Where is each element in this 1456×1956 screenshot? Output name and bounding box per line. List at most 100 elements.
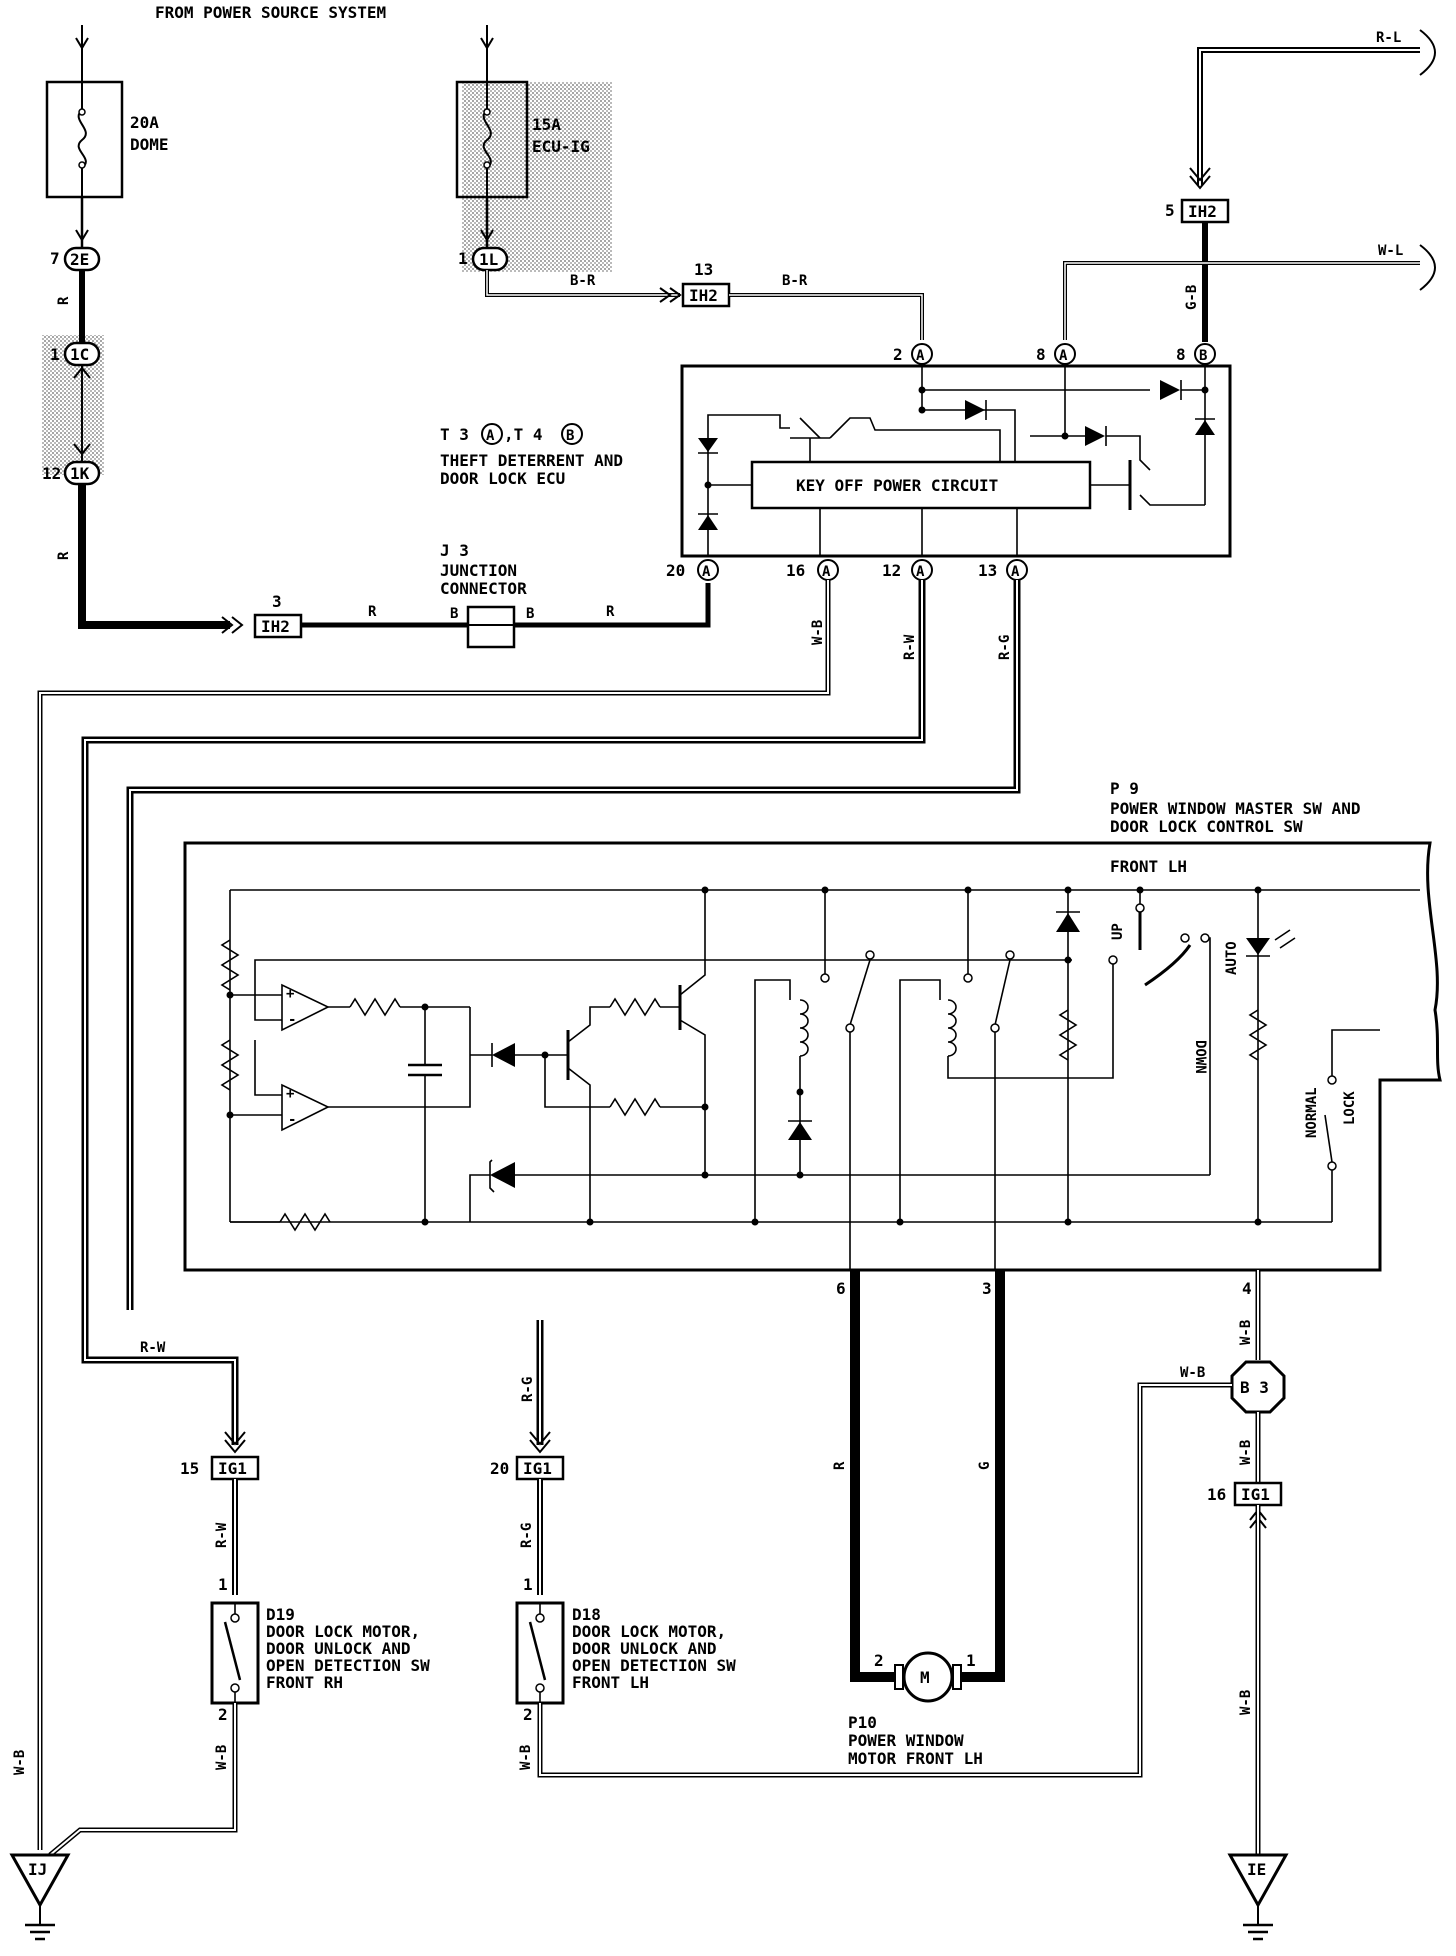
ecu-pin-2A: 2 A (893, 343, 933, 365)
master-switch-label: P 9 POWER WINDOW MASTER SW AND DOOR LOCK… (1110, 779, 1360, 836)
svg-text:1: 1 (50, 345, 60, 364)
svg-text:DOOR LOCK MOTOR,: DOOR LOCK MOTOR, (266, 1622, 420, 1641)
wire-r-label: R (56, 296, 72, 305)
svg-text:20: 20 (490, 1459, 509, 1478)
svg-text:16: 16 (1207, 1485, 1226, 1504)
svg-text:IJ: IJ (28, 1860, 47, 1879)
svg-text:3: 3 (272, 592, 282, 611)
svg-text:2: 2 (893, 345, 903, 364)
wire-rw-label: R-W (902, 634, 918, 660)
svg-text:+: + (286, 986, 294, 1002)
junction-connector-j3: J 3 JUNCTION CONNECTOR B B (440, 541, 534, 649)
svg-text:-: - (288, 1012, 296, 1028)
ecu-pin-8B: 8 B (1176, 343, 1216, 365)
wire-rg-label-2: R-G (520, 1377, 536, 1402)
svg-text:IE: IE (1247, 1860, 1266, 1879)
svg-text:2: 2 (218, 1705, 228, 1724)
svg-text:DOOR UNLOCK AND: DOOR UNLOCK AND (572, 1639, 717, 1658)
wire-gb-label: G-B (1184, 285, 1200, 310)
master-switch-position: FRONT LH (1110, 857, 1187, 876)
wire-wb-label-8: W-B (518, 1745, 534, 1770)
svg-text:B: B (526, 606, 534, 622)
svg-text:A: A (916, 348, 925, 364)
master-switch-pin-4: 4 (1242, 1279, 1252, 1298)
switch-down-label: DOWN (1192, 1040, 1208, 1074)
master-switch-pin-6: 6 (836, 1279, 846, 1298)
master-switch-pin-3: 3 (982, 1279, 992, 1298)
ecu-pin-12A: 12 A (882, 559, 933, 581)
svg-text:DOOR LOCK CONTROL SW: DOOR LOCK CONTROL SW (1110, 817, 1303, 836)
dome-fuse-rating: 20A (130, 113, 159, 132)
svg-text:20: 20 (666, 561, 685, 580)
svg-text:13: 13 (694, 260, 713, 279)
wire-r-label-4: R (606, 604, 615, 620)
svg-text:JUNCTION: JUNCTION (440, 561, 517, 580)
ecu-ig-fuse-name: ECU-IG (532, 137, 590, 156)
svg-text:THEFT DETERRENT AND: THEFT DETERRENT AND (440, 451, 623, 470)
dome-fuse-name: DOME (130, 135, 169, 154)
ground-point-b3: B 3 (1230, 1360, 1286, 1414)
svg-text:FRONT LH: FRONT LH (572, 1673, 649, 1692)
switch-auto-label: AUTO (1224, 941, 1240, 975)
svg-text:12: 12 (42, 464, 61, 483)
wire-rw-label-3: R-W (214, 1522, 230, 1548)
svg-text:P 9: P 9 (1110, 779, 1139, 798)
ecu-pin-20A: 20 A (666, 559, 719, 581)
switch-lock-label: LOCK (1342, 1091, 1358, 1125)
master-switch-internal: + - + - (220, 886, 1420, 1270)
wire-wb-label-7: W-B (214, 1745, 230, 1770)
svg-text:IG1: IG1 (523, 1459, 552, 1478)
connector-IG1-16: 16 IG1 (1207, 1481, 1283, 1507)
window-motor: M 2 1 (874, 1651, 976, 1703)
ground-ij: IJ (9, 1853, 71, 1941)
svg-text:2: 2 (523, 1705, 533, 1724)
svg-text:12: 12 (882, 561, 901, 580)
connector-2E: 7 2E (50, 246, 101, 272)
connector-1C: 1 1C (50, 341, 101, 367)
svg-text:POWER WINDOW: POWER WINDOW (848, 1731, 964, 1750)
svg-text:B 3: B 3 (1240, 1378, 1269, 1397)
svg-text:1L: 1L (479, 250, 498, 269)
svg-text:B: B (566, 428, 574, 444)
master-switch-box (183, 841, 1442, 1272)
svg-text:1: 1 (966, 1651, 976, 1670)
svg-text:B: B (450, 606, 458, 622)
wire-rl-label: R-L (1376, 30, 1401, 46)
svg-text:OPEN DETECTION SW: OPEN DETECTION SW (266, 1656, 430, 1675)
wire-br-label: B-R (570, 273, 596, 289)
svg-text:1K: 1K (70, 464, 90, 483)
svg-text:16: 16 (786, 561, 805, 580)
svg-text:2E: 2E (70, 250, 89, 269)
svg-text:15: 15 (180, 1459, 199, 1478)
svg-text:D19: D19 (266, 1605, 295, 1624)
power-source-label: FROM POWER SOURCE SYSTEM (155, 3, 386, 22)
svg-text:IH2: IH2 (1188, 202, 1217, 221)
svg-text:+: + (286, 1086, 294, 1102)
svg-text:5: 5 (1165, 201, 1175, 220)
svg-text:IG1: IG1 (1241, 1485, 1270, 1504)
svg-text:2: 2 (874, 1651, 884, 1670)
svg-text:7: 7 (50, 249, 60, 268)
wire-wb-label-5: W-B (1238, 1440, 1254, 1465)
connector-IG1-20: 20 IG1 (490, 1455, 565, 1481)
wire-wb-label-6: W-B (1238, 1690, 1254, 1715)
ecu-ig-fuse-rating: 15A (532, 115, 561, 134)
wire-wl-label: W-L (1378, 243, 1403, 259)
door-lock-motor-d19: 1 2 D19 DOOR LOCK MOTOR, DOOR UNLOCK AND… (210, 1575, 430, 1724)
connector-1K: 12 1K (42, 460, 101, 486)
svg-text:A: A (916, 564, 925, 580)
wire-r-label-3: R (368, 604, 377, 620)
svg-text:DOOR UNLOCK AND: DOOR UNLOCK AND (266, 1639, 411, 1658)
svg-text:T 3: T 3 (440, 425, 469, 444)
svg-text:8: 8 (1176, 345, 1186, 364)
switch-normal-label: NORMAL (1304, 1087, 1320, 1138)
svg-text:IH2: IH2 (261, 617, 290, 636)
ecu-pin-16A: 16 A (786, 559, 839, 581)
wire-wb-label-2: W-B (12, 1750, 28, 1775)
connector-IH2-13: 13 IH2 (681, 260, 731, 308)
svg-text:P10: P10 (848, 1713, 877, 1732)
wire-rw-label-2: R-W (140, 1340, 166, 1356)
svg-text:B: B (1199, 348, 1207, 364)
svg-text:A: A (486, 428, 495, 444)
